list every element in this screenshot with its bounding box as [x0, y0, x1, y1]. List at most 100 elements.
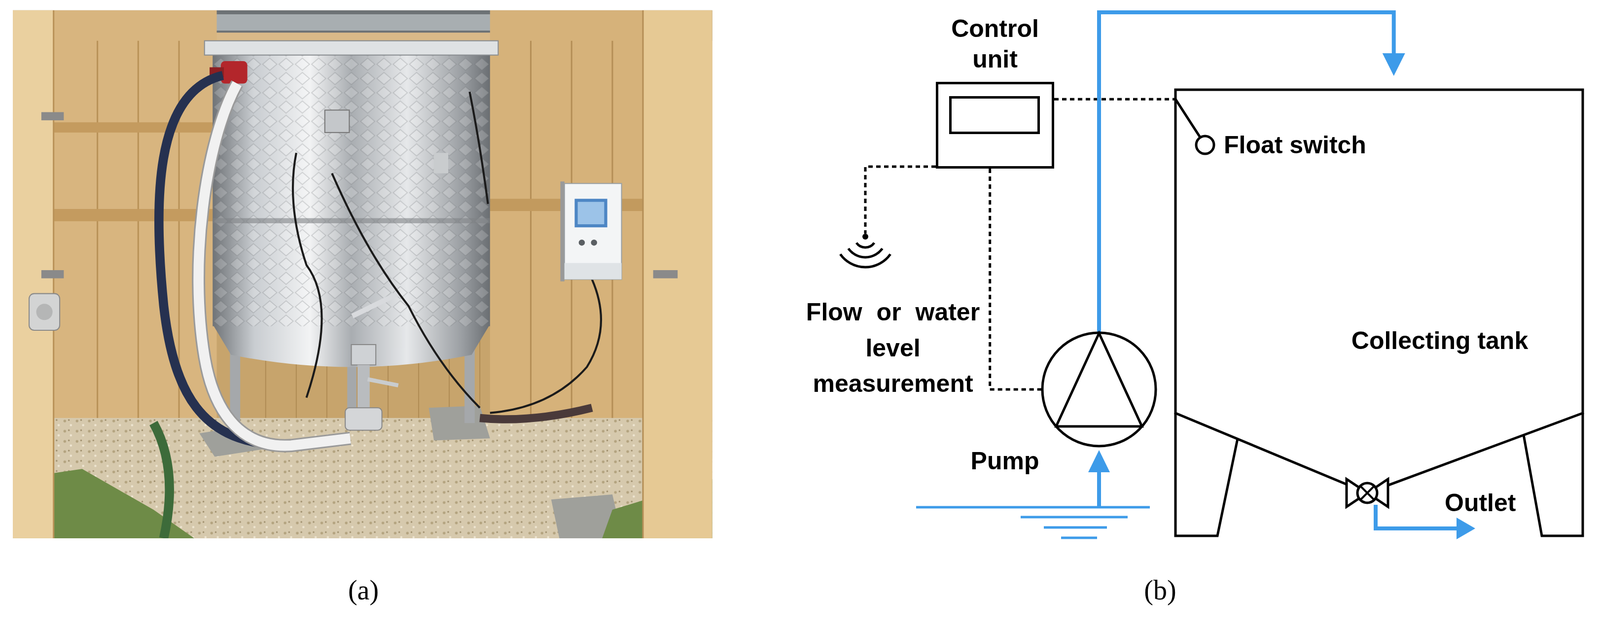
connector — [1054, 99, 1200, 137]
water-surface — [916, 507, 1150, 538]
illustration-part — [137, 40, 140, 460]
outlet-pipe — [357, 364, 370, 411]
illustration-part — [1020, 516, 1128, 519]
right-door — [642, 10, 713, 539]
panel-label: (a) — [348, 573, 379, 607]
valve-cross — [1360, 486, 1375, 500]
control-button — [578, 239, 585, 246]
illustration-part — [1043, 526, 1107, 530]
control-box-photo — [564, 183, 622, 280]
outlet-arrowhead — [1456, 517, 1476, 540]
control-display — [949, 96, 1040, 135]
left-rail — [41, 209, 215, 222]
node-title: Control unit — [933, 13, 1057, 75]
illustration-part — [331, 173, 480, 409]
sensor-label: Flow or water level measurement — [804, 294, 982, 402]
tank-plate — [433, 152, 449, 174]
tank-leg — [1523, 413, 1583, 536]
white-hose — [198, 83, 351, 447]
left-planks — [97, 40, 179, 460]
sensor-wave — [840, 254, 891, 268]
illustration-part — [490, 279, 602, 414]
illustration-part — [1061, 536, 1098, 540]
panel-label: (b) — [1143, 573, 1176, 607]
sensor-wave — [848, 248, 883, 258]
illustration-part — [96, 40, 99, 460]
valve-circle — [1357, 483, 1378, 503]
tank-handle — [352, 293, 399, 317]
outlet-valve — [345, 407, 382, 430]
valve-symbol — [1346, 479, 1388, 507]
tank-cone — [212, 324, 491, 368]
tank-leg — [1175, 413, 1238, 536]
float-rod — [1175, 99, 1200, 137]
sensor-dot — [862, 233, 869, 240]
suction-line — [1097, 470, 1102, 508]
gravel-ground — [12, 418, 713, 539]
tank-body — [1175, 89, 1583, 494]
white-hose — [198, 83, 351, 447]
sensor-wave — [856, 243, 875, 248]
tank-dimples — [212, 53, 491, 327]
wall-socket — [36, 303, 53, 320]
hinge — [41, 270, 64, 279]
arrowhead — [1382, 53, 1406, 76]
photo-scene — [12, 10, 713, 539]
hinge — [41, 111, 64, 121]
illustration-part — [292, 152, 322, 398]
outlet-label: Outlet — [1444, 488, 1516, 518]
signal-line — [865, 166, 936, 234]
suction-arrowhead — [1088, 450, 1110, 473]
tank-rim — [204, 40, 499, 56]
pump-triangle — [1056, 333, 1142, 427]
illustration-part — [916, 506, 1150, 509]
sensor-symbol — [828, 230, 903, 276]
control-display-photo — [577, 201, 605, 224]
tank-seam — [212, 218, 491, 224]
tank-body — [212, 53, 491, 327]
signal-line — [1054, 98, 1176, 101]
valve-lever — [367, 379, 399, 386]
connector — [990, 168, 1042, 390]
control-unit: Control unit — [925, 13, 1065, 169]
pipe-line — [1099, 12, 1394, 332]
back-wall — [12, 10, 713, 539]
pump-symbol — [1039, 330, 1159, 449]
connector — [865, 166, 936, 234]
box-bracket — [560, 181, 565, 282]
tank-plate — [324, 109, 350, 133]
wall-socket — [29, 293, 60, 331]
signal-line — [990, 168, 1042, 390]
control-button — [591, 239, 598, 246]
connector — [1099, 12, 1406, 332]
illustration-part — [530, 40, 532, 460]
pump-node: Pump — [966, 325, 1164, 484]
roof-opening — [183, 14, 531, 31]
collecting-tank: Collecting tank Float switch — [1175, 89, 1583, 536]
ground-hose — [479, 407, 592, 420]
pump-circle — [1042, 332, 1156, 447]
stone-slab — [428, 405, 491, 441]
illustration-part — [469, 91, 488, 204]
float-switch: Float switch — [1194, 130, 1367, 160]
hinge — [653, 270, 678, 279]
control-display-photo — [574, 198, 607, 228]
green-hose — [153, 423, 170, 539]
control-box-base — [564, 263, 622, 280]
door-edge — [641, 10, 644, 539]
pump-photo — [220, 61, 248, 84]
tank-label: Collecting tank — [1351, 325, 1529, 356]
cables — [292, 91, 602, 413]
float-symbol — [1194, 134, 1216, 156]
float-circle — [1196, 136, 1214, 154]
control-box — [935, 81, 1055, 169]
sensor-node: Flow or water level measurement — [804, 230, 982, 402]
pump-label: Pump — [970, 446, 1040, 476]
outlet-fitting — [351, 344, 377, 365]
float-label: Float switch — [1223, 130, 1367, 160]
left-rail — [41, 122, 215, 133]
